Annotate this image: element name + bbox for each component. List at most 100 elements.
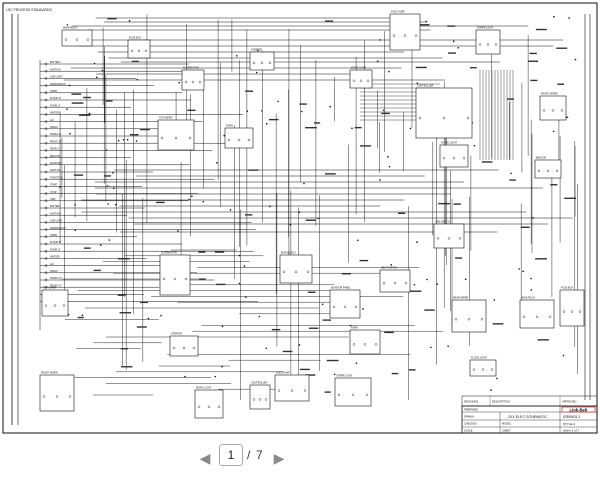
component-label: FLOOD LIGHT xyxy=(441,142,457,145)
component-label: FLOOD LIGHT xyxy=(471,357,487,360)
schematic-component xyxy=(157,119,195,151)
schematic-component xyxy=(194,389,224,419)
component-label: BEACON xyxy=(536,157,546,160)
schematic-component xyxy=(249,51,275,71)
title-block-field: CHECKED xyxy=(464,422,477,426)
title-block-field: PREPARED xyxy=(464,408,478,412)
component-label: HORN xyxy=(226,125,233,128)
bus-label: RADIO xyxy=(50,270,58,273)
schematic-component xyxy=(439,144,469,168)
bus-label: DOME LT xyxy=(50,104,61,107)
bus-label: A/C xyxy=(50,263,54,266)
bus-label: STOP xyxy=(50,191,57,194)
bus-label: CAB LIGHT xyxy=(50,220,63,223)
electrical-schematic: Link-Belt 2XX ELEC SCHEMATIC 87895676-3 … xyxy=(2,2,598,434)
title-block-field: SHEET xyxy=(502,429,511,433)
bus-label: BATTERY xyxy=(50,61,61,64)
bus-label: BEACON xyxy=(50,155,60,158)
schematic-component xyxy=(39,374,75,412)
bus-label: FRONT LT xyxy=(50,140,62,143)
bus-label: BATTERY xyxy=(50,205,61,208)
bus-label: WIPER/WASH xyxy=(50,227,66,230)
wiring-lines xyxy=(11,14,591,425)
part-number: 87895676-3 xyxy=(563,415,580,419)
bus-label: HORN xyxy=(50,234,57,237)
component-label: MAIN RELAY xyxy=(63,27,78,30)
component-label: TOP WIPER xyxy=(159,117,173,120)
schematic-component xyxy=(349,329,381,355)
component-label: CAB SWITCH xyxy=(435,221,450,224)
component-label: ENGINE ECU xyxy=(281,252,296,255)
bus-label: SEAT SW xyxy=(50,169,61,172)
sheet-border xyxy=(2,2,598,434)
page-number-input[interactable]: 1 xyxy=(219,444,243,466)
bus-label: RADIO xyxy=(50,126,58,129)
schematic-component xyxy=(451,299,487,333)
component-label: FUEL PUMP xyxy=(276,372,290,375)
component-label: TOP WIPER xyxy=(43,287,57,290)
component-label: ALTERNATOR xyxy=(183,67,199,70)
sheet-info: Sheet 1 of 7 xyxy=(563,429,580,433)
schematic-component xyxy=(519,299,555,329)
previous-page-button[interactable]: ◀ xyxy=(198,447,212,469)
title-block-field: MODEL xyxy=(502,422,512,426)
schematic-component xyxy=(159,254,191,296)
bus-label: THROTTLE xyxy=(50,176,63,179)
schematic-component xyxy=(249,384,271,410)
schematic-component xyxy=(334,377,372,407)
schematic-component xyxy=(389,13,421,51)
schematic-component xyxy=(274,374,310,402)
schematic-component xyxy=(469,359,497,377)
brand-logo-text: Link-Belt xyxy=(570,407,589,412)
chevron-right-icon: ▶ xyxy=(273,449,285,466)
bus-label: WIPER/WASH xyxy=(50,83,66,86)
bus-label: FLOOD LT xyxy=(50,97,62,100)
revision-header: DESCRIPTION xyxy=(492,400,510,404)
schematic-component xyxy=(379,269,411,293)
component-label: CONTROLLER xyxy=(417,85,434,88)
schematic-component xyxy=(61,29,93,47)
revision-table: REVISIONS DESCRIPTION APPROVED xyxy=(461,395,598,407)
bus-label: SWING LT xyxy=(50,277,62,280)
component-label: FUEL PUMP xyxy=(391,11,405,14)
component-label: SEAT SWITCH xyxy=(381,267,397,270)
title-block-field: SCALE xyxy=(464,429,473,433)
component-label: FUSE BOX xyxy=(129,37,141,40)
schematic-component xyxy=(475,29,501,55)
bus-label: IGNITION xyxy=(50,68,61,71)
bus-label: DOME LT xyxy=(50,248,61,251)
brand-logo xyxy=(561,406,596,413)
schematic-component xyxy=(279,254,313,284)
next-page-button[interactable]: ▶ xyxy=(272,447,286,469)
component-label: STRIPE LIGHT xyxy=(336,375,353,378)
current-page-value: 1 xyxy=(227,448,235,462)
component-label: MAIN RELAY xyxy=(521,297,536,300)
bus-label: HEATER xyxy=(50,112,60,115)
schematic-component xyxy=(127,39,151,59)
schematic-components: MAIN RELAY FUSE BOX ALTERNATOR STARTER FUEL … xyxy=(39,11,585,419)
bus-label: START xyxy=(50,184,58,187)
component-label: WORK LIGHT xyxy=(196,387,212,390)
component-label: FRONT WIPER xyxy=(41,372,58,375)
schematic-component xyxy=(349,69,373,89)
drawing-number: STYLE-3 xyxy=(563,422,576,426)
schematic-component xyxy=(415,87,473,139)
bus-label: A/C xyxy=(50,119,54,122)
bus-label: IGNITION xyxy=(50,212,61,215)
bus-label: HORN xyxy=(50,90,57,93)
bus-label: MONITOR xyxy=(50,162,62,165)
schematic-component xyxy=(329,289,361,319)
component-label: STARTER xyxy=(251,49,262,52)
schematic-component xyxy=(534,159,562,179)
component-label: FUSE BOX xyxy=(561,287,573,290)
bus-label: FLOOD LT xyxy=(50,241,62,244)
schematic-component xyxy=(224,127,254,149)
drawing-title: 2XX ELEC SCHEMATIC xyxy=(508,415,547,419)
schematic-sheet: Link-Belt 2XX ELEC SCHEMATIC 87895676-3 … xyxy=(2,2,598,434)
bus-label: GND xyxy=(50,198,56,201)
page-separator: / xyxy=(247,448,251,462)
component-label: MONITOR PANEL xyxy=(331,287,351,290)
schematic-component xyxy=(433,223,465,249)
component-label: WORK LIGHT xyxy=(351,67,367,70)
standards-label: LSC PROCESS STANDARDS xyxy=(6,8,52,12)
